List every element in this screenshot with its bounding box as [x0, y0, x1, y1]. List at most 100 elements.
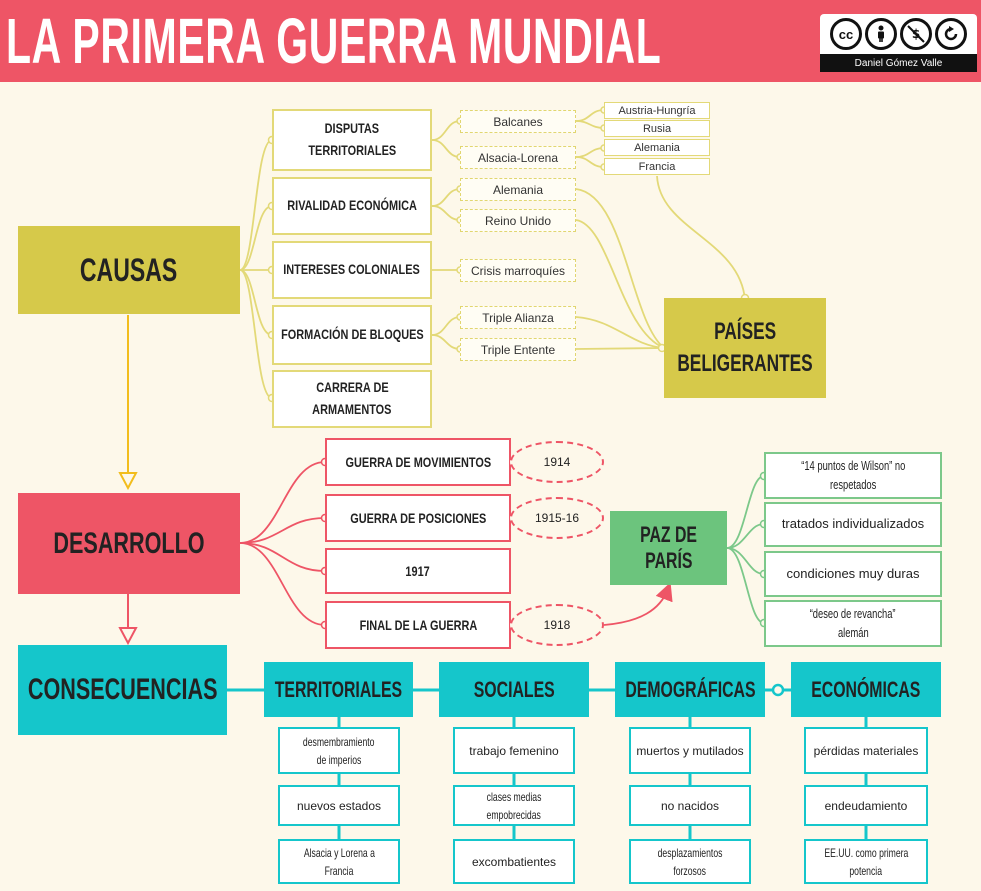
- country-alemania[interactable]: Alemania: [604, 139, 710, 156]
- cons-item-line: de imperios: [316, 752, 362, 767]
- sub-reino-unido[interactable]: Reino Unido: [460, 209, 576, 232]
- cat-territoriales[interactable]: TERRITORIALES: [264, 662, 413, 717]
- cons-item-trabajo-femenino[interactable]: trabajo femenino: [453, 727, 575, 774]
- causa-label-line: ARMAMENTOS: [312, 401, 392, 417]
- sub-alemania[interactable]: Alemania: [460, 178, 576, 201]
- cons-item-line: endeudamiento: [824, 798, 908, 813]
- country-francia[interactable]: Francia: [604, 158, 710, 175]
- title-banner: [0, 0, 981, 82]
- cons-item-line: Alsacia y Lorena a: [303, 845, 375, 860]
- cons-item-eeuu[interactable]: EE.UU. como primera potencia: [804, 839, 928, 884]
- paises-label-line: PAÍSES: [713, 317, 777, 345]
- cat-sociales[interactable]: SOCIALES: [439, 662, 589, 717]
- fase-label: 1917: [405, 563, 431, 579]
- cat-economicas[interactable]: ECONÓMICAS: [791, 662, 941, 717]
- causa-label: FORMACIÓN DE BLOQUES: [280, 326, 424, 343]
- cons-item-line: EE.UU. como primera: [823, 845, 909, 860]
- causa-label: INTERESES COLONIALES: [283, 261, 421, 278]
- paz-item-line: respetados: [829, 476, 877, 492]
- cc-icon: cc: [830, 18, 862, 50]
- fase-label: GUERRA DE POSICIONES: [349, 510, 487, 526]
- attribution-icon: [865, 18, 897, 50]
- cons-item-clases-medias[interactable]: clases medias empobrecidas: [453, 785, 575, 826]
- paz-item-14-puntos[interactable]: “14 puntos de Wilson” no respetados: [764, 452, 942, 499]
- cons-item-perdidas[interactable]: pérdidas materiales: [804, 727, 928, 774]
- causa-label-line: TERRITORIALES: [308, 142, 396, 158]
- paises-beligerantes-box[interactable]: PAÍSES BELIGERANTES: [664, 298, 826, 398]
- cons-item-line: no nacidos: [660, 798, 720, 813]
- sub-alsacia-lorena[interactable]: Alsacia-Lorena: [460, 146, 576, 169]
- paz-item-condiciones[interactable]: condiciones muy duras: [764, 551, 942, 597]
- fase-1917[interactable]: 1917: [325, 548, 511, 594]
- cons-item-line: desplazamientos: [657, 845, 723, 860]
- page-title: LA PRIMERA GUERRA MUNDIAL: [6, 5, 662, 77]
- cons-item-endeudamiento[interactable]: endeudamiento: [804, 785, 928, 826]
- year-oval-1915-16: 1915-16: [510, 497, 604, 539]
- cat-label: TERRITORIALES: [274, 676, 403, 702]
- cat-label: DEMOGRÁFICAS: [624, 676, 756, 702]
- paz-item-line: alemán: [837, 624, 869, 640]
- causa-disputas-territoriales[interactable]: DISPUTAS TERRITORIALES: [272, 109, 432, 171]
- cons-item-muertos[interactable]: muertos y mutilados: [629, 727, 751, 774]
- causa-rivalidad-economica[interactable]: RIVALIDAD ECONÓMICA: [272, 177, 432, 235]
- cat-label: ECONÓMICAS: [811, 676, 921, 702]
- year-oval-1914: 1914: [510, 441, 604, 483]
- fase-guerra-movimientos[interactable]: GUERRA DE MOVIMIENTOS: [325, 438, 511, 486]
- cons-item-line: nuevos estados: [296, 798, 382, 813]
- cons-item-no-nacidos[interactable]: no nacidos: [629, 785, 751, 826]
- cons-item-alsacia-lorena[interactable]: Alsacia y Lorena a Francia: [278, 839, 400, 884]
- cons-item-line: desmembramiento: [303, 734, 375, 749]
- causas-box[interactable]: CAUSAS: [18, 226, 240, 314]
- noncommercial-icon: $: [900, 18, 932, 50]
- paises-label-line: BELIGERANTES: [677, 350, 813, 377]
- fase-final-guerra[interactable]: FINAL DE LA GUERRA: [325, 601, 511, 649]
- causas-label: CAUSAS: [80, 251, 178, 288]
- year-oval-1918: 1918: [510, 604, 604, 646]
- causa-intereses-coloniales[interactable]: INTERESES COLONIALES: [272, 241, 432, 299]
- paz-item-revancha[interactable]: “deseo de revancha” alemán: [764, 600, 942, 647]
- desarrollo-box[interactable]: DESARROLLO: [18, 493, 240, 594]
- paz-label-line: PARÍS: [644, 548, 693, 573]
- consecuencias-label: CONSECUENCIAS: [27, 673, 218, 706]
- paz-item-line: condiciones muy duras: [786, 565, 920, 581]
- cons-item-line: potencia: [849, 863, 883, 878]
- paz-item-line: “deseo de revancha”: [810, 605, 896, 621]
- causa-formacion-bloques[interactable]: FORMACIÓN DE BLOQUES: [272, 305, 432, 365]
- causa-label-line: DISPUTAS: [324, 120, 380, 137]
- license-badge[interactable]: cc $ Daniel Gómez Valle: [820, 14, 977, 72]
- cons-item-desmembramiento[interactable]: desmembramiento de imperios: [278, 727, 400, 774]
- cons-item-line: muertos y mutilados: [636, 743, 744, 758]
- sub-triple-alianza[interactable]: Triple Alianza: [460, 306, 576, 329]
- fase-guerra-posiciones[interactable]: GUERRA DE POSICIONES: [325, 494, 511, 542]
- sharealike-icon: [935, 18, 967, 50]
- cons-item-line: clases medias: [486, 789, 542, 804]
- cat-label: SOCIALES: [473, 676, 555, 702]
- cons-item-line: pérdidas materiales: [813, 743, 919, 758]
- causa-label: RIVALIDAD ECONÓMICA: [287, 197, 417, 214]
- causa-label-line: CARRERA DE: [315, 379, 389, 396]
- country-austria-hungria[interactable]: Austria-Hungría: [604, 102, 710, 119]
- sub-triple-entente[interactable]: Triple Entente: [460, 338, 576, 361]
- paz-item-line: “14 puntos de Wilson” no: [800, 457, 906, 473]
- paz-label-line: PAZ DE: [640, 521, 697, 547]
- country-rusia[interactable]: Rusia: [604, 120, 710, 137]
- desarrollo-label: DESARROLLO: [53, 526, 205, 560]
- cons-item-line: empobrecidas: [486, 807, 542, 822]
- paz-item-line: tratados individualizados: [781, 516, 925, 532]
- fase-label: FINAL DE LA GUERRA: [359, 617, 477, 633]
- consecuencias-box[interactable]: CONSECUENCIAS: [18, 645, 227, 735]
- cons-item-excombatientes[interactable]: excombatientes: [453, 839, 575, 884]
- license-author: Daniel Gómez Valle: [820, 54, 977, 72]
- cat-demograficas[interactable]: DEMOGRÁFICAS: [615, 662, 765, 717]
- sub-balcanes[interactable]: Balcanes: [460, 110, 576, 133]
- causa-carrera-armamentos[interactable]: CARRERA DE ARMAMENTOS: [272, 370, 432, 428]
- paz-item-tratados[interactable]: tratados individualizados: [764, 502, 942, 547]
- cons-item-nuevos-estados[interactable]: nuevos estados: [278, 785, 400, 826]
- sub-crisis-marroquies[interactable]: Crisis marroquíes: [460, 259, 576, 282]
- cons-item-line: Francia: [324, 863, 354, 878]
- cons-item-line: trabajo femenino: [469, 743, 559, 758]
- cons-item-line: excombatientes: [471, 854, 557, 869]
